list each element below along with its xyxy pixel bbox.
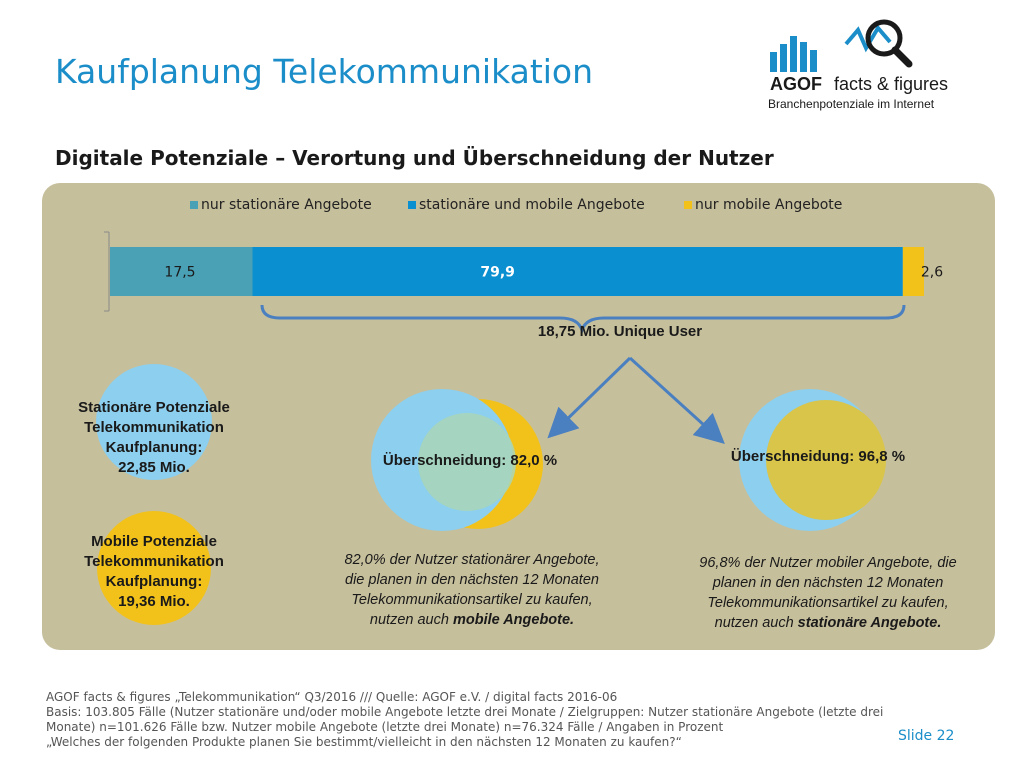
- agof-logo-graphic: AGOF facts & figures Branchenpotenziale …: [768, 19, 948, 111]
- footer-line: AGOF facts & figures „Telekommunikation“…: [46, 690, 618, 704]
- footer-line: „Welches der folgenden Produkte planen S…: [46, 735, 682, 749]
- legend-item-both: stationäre und mobile Angebote: [408, 197, 645, 213]
- arrow-right: [628, 356, 725, 445]
- legend-swatch: [408, 201, 416, 209]
- footer-source: AGOF facts & figures „Telekommunikation“…: [46, 690, 966, 750]
- note-line: Telekommunikationsartikel zu kaufen,: [351, 592, 593, 608]
- legend-label: nur mobile Angebote: [695, 197, 843, 213]
- bar-value-label-2: 79,9: [480, 265, 515, 281]
- legend-item-stationary: nur stationäre Angebote: [190, 197, 372, 213]
- bracket: [260, 304, 906, 335]
- bar-value-label-1: 17,5: [164, 265, 195, 281]
- footer-line: Monate) n=101.626 Fälle bzw. Nutzer mobi…: [46, 720, 724, 734]
- bar-value-label-3: 2,6: [921, 265, 943, 281]
- mobile-potential-line: Mobile Potenziale: [91, 533, 217, 550]
- note-line: 82,0% der Nutzer stationärer Angebote,: [344, 552, 600, 568]
- legend-label: nur stationäre Angebote: [201, 197, 372, 213]
- note-left: 82,0% der Nutzer stationärer Angebote, d…: [312, 550, 632, 630]
- bar-segment-3: [902, 247, 924, 296]
- logo-tagline: Branchenpotenziale im Internet: [768, 97, 935, 111]
- note-line: 96,8% der Nutzer mobiler Angebote, die: [699, 555, 957, 571]
- legend-swatch: [190, 201, 198, 209]
- legend-label: stationäre und mobile Angebote: [419, 197, 645, 213]
- mobile-potential-value: 19,36 Mio.: [118, 593, 190, 610]
- logo-brand-suffix: facts & figures: [834, 74, 948, 94]
- stationary-potential-line: Stationäre Potenziale: [78, 399, 230, 416]
- overlap-left-label: Überschneidung: 82,0 %: [382, 452, 558, 469]
- arrow-left: [547, 356, 632, 439]
- note-line: die planen in den nächsten 12 Monaten: [345, 572, 599, 588]
- stacked-bar: 17,5 79,9 2,6: [110, 247, 943, 296]
- note-line: nutzen auch mobile Angebote.: [369, 612, 575, 628]
- bar-segment-2: [252, 247, 903, 296]
- stationary-potential-circle: [96, 364, 212, 480]
- mobile-potential-text: Mobile Potenziale Telekommunikation Kauf…: [64, 532, 244, 612]
- legend-item-mobile: nur mobile Angebote: [684, 197, 842, 213]
- note-line: Telekommunikationsartikel zu kaufen,: [707, 595, 949, 611]
- venn-left-overlap: [418, 413, 516, 511]
- overlap-right-label: Überschneidung: 96,8 %: [730, 448, 906, 465]
- slide-number: Slide 22: [898, 728, 955, 744]
- mobile-potential-line: Kaufplanung:: [105, 573, 203, 590]
- unique-user-label: 18,75 Mio. Unique User: [537, 323, 703, 340]
- stationary-potential-line: Kaufplanung:: [105, 439, 203, 456]
- note-line: nutzen auch stationäre Angebote.: [714, 615, 942, 631]
- venn-right-mobile: [766, 400, 886, 520]
- bar-segment-1: [110, 247, 253, 296]
- page-title: Kaufplanung Telekommunikation: [55, 52, 594, 91]
- footer-line: Basis: 103.805 Fälle (Nutzer stationäre …: [46, 705, 884, 719]
- stationary-potential-value: 22,85 Mio.: [118, 459, 190, 476]
- stationary-potential-line: Telekommunikation: [84, 419, 224, 436]
- mobile-potential-circle: [97, 511, 211, 625]
- logo-brand: AGOF: [770, 74, 822, 94]
- mobile-potential-line: Telekommunikation: [84, 553, 224, 570]
- note-right: 96,8% der Nutzer mobiler Angebote, die p…: [668, 553, 988, 633]
- stationary-potential-text: Stationäre Potenziale Telekommunikation …: [64, 398, 244, 478]
- agof-logo: AGOF facts & figures Branchenpotenziale …: [766, 14, 966, 114]
- legend-swatch: [684, 201, 692, 209]
- note-line: planen in den nächsten 12 Monaten: [712, 575, 944, 591]
- subtitle: Digitale Potenziale – Verortung und Über…: [55, 146, 774, 170]
